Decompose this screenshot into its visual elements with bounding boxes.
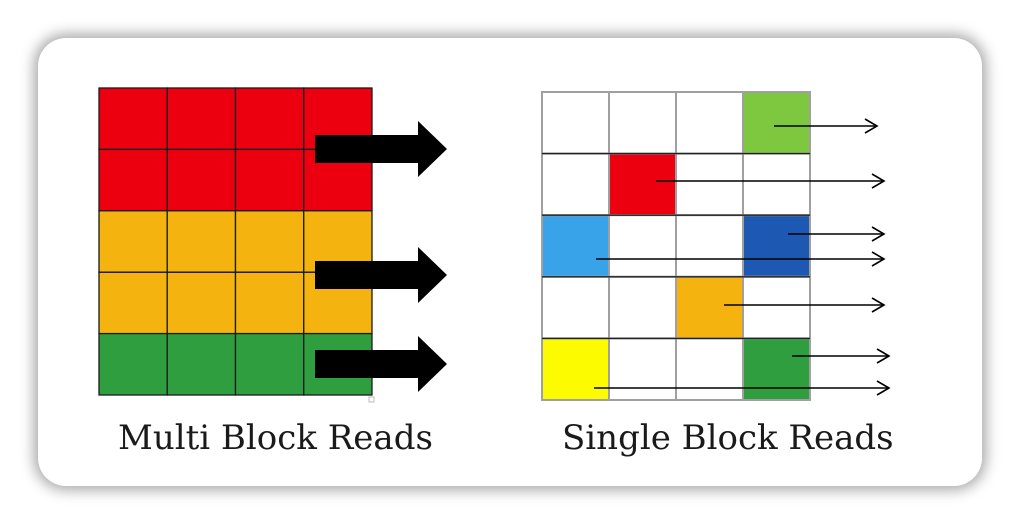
thin-arrow-head — [871, 297, 886, 313]
multi-block-cell — [234, 87, 305, 151]
single-block-cell-filled — [742, 337, 811, 401]
multi-block-cell — [98, 332, 168, 396]
thin-arrow-head — [864, 118, 879, 134]
single-block-cell-filled — [742, 91, 811, 155]
multi-block-cell — [234, 148, 305, 212]
multi-block-cell — [166, 271, 237, 335]
single-block-arrows — [594, 118, 891, 396]
multi-block-cell — [166, 87, 237, 151]
single-block-cell — [742, 152, 811, 217]
multi-block-cell — [166, 332, 237, 396]
multi-block-cell — [234, 332, 305, 396]
single-block-cell-filled — [541, 337, 610, 401]
single-block-cell-filled — [675, 275, 744, 340]
resize-handle — [368, 396, 375, 403]
thin-arrow-head — [871, 173, 886, 189]
multi-block-cell — [98, 87, 168, 151]
single-block-reads-caption: Single Block Reads — [562, 418, 894, 458]
single-block-cell — [608, 214, 677, 278]
single-block-cell — [675, 91, 744, 155]
multi-block-cell — [234, 210, 305, 273]
single-block-cell — [541, 91, 610, 155]
big-arrow — [315, 336, 447, 392]
single-block-cell — [675, 152, 744, 217]
thin-arrow-head — [871, 226, 886, 242]
single-block-cell — [675, 337, 744, 401]
single-block-cell — [608, 91, 677, 155]
multi-block-cell — [234, 271, 305, 335]
big-arrow — [315, 121, 447, 177]
single-block-cell — [541, 275, 610, 340]
multi-block-reads-caption: Multi Block Reads — [118, 418, 433, 458]
big-arrow — [315, 247, 447, 303]
multi-block-cell — [98, 271, 168, 335]
thin-arrow-head — [876, 380, 891, 396]
single-block-cell — [675, 214, 744, 278]
multi-block-grid — [98, 87, 373, 396]
single-block-cell — [608, 337, 677, 401]
multi-block-cell — [98, 148, 168, 212]
multi-block-cell — [98, 210, 168, 273]
single-block-cell-filled — [608, 152, 677, 217]
single-block-grid — [541, 91, 811, 401]
multi-block-cell — [166, 148, 237, 212]
thin-arrow-head — [871, 251, 886, 267]
multi-block-cell — [166, 210, 237, 273]
single-block-cell — [541, 152, 610, 217]
single-block-cell — [608, 275, 677, 340]
multi-block-arrows — [315, 121, 447, 392]
thin-arrow-head — [876, 348, 891, 364]
single-block-cell — [742, 275, 811, 340]
single-block-cell-filled — [541, 214, 610, 278]
single-block-cell-filled — [742, 214, 811, 278]
